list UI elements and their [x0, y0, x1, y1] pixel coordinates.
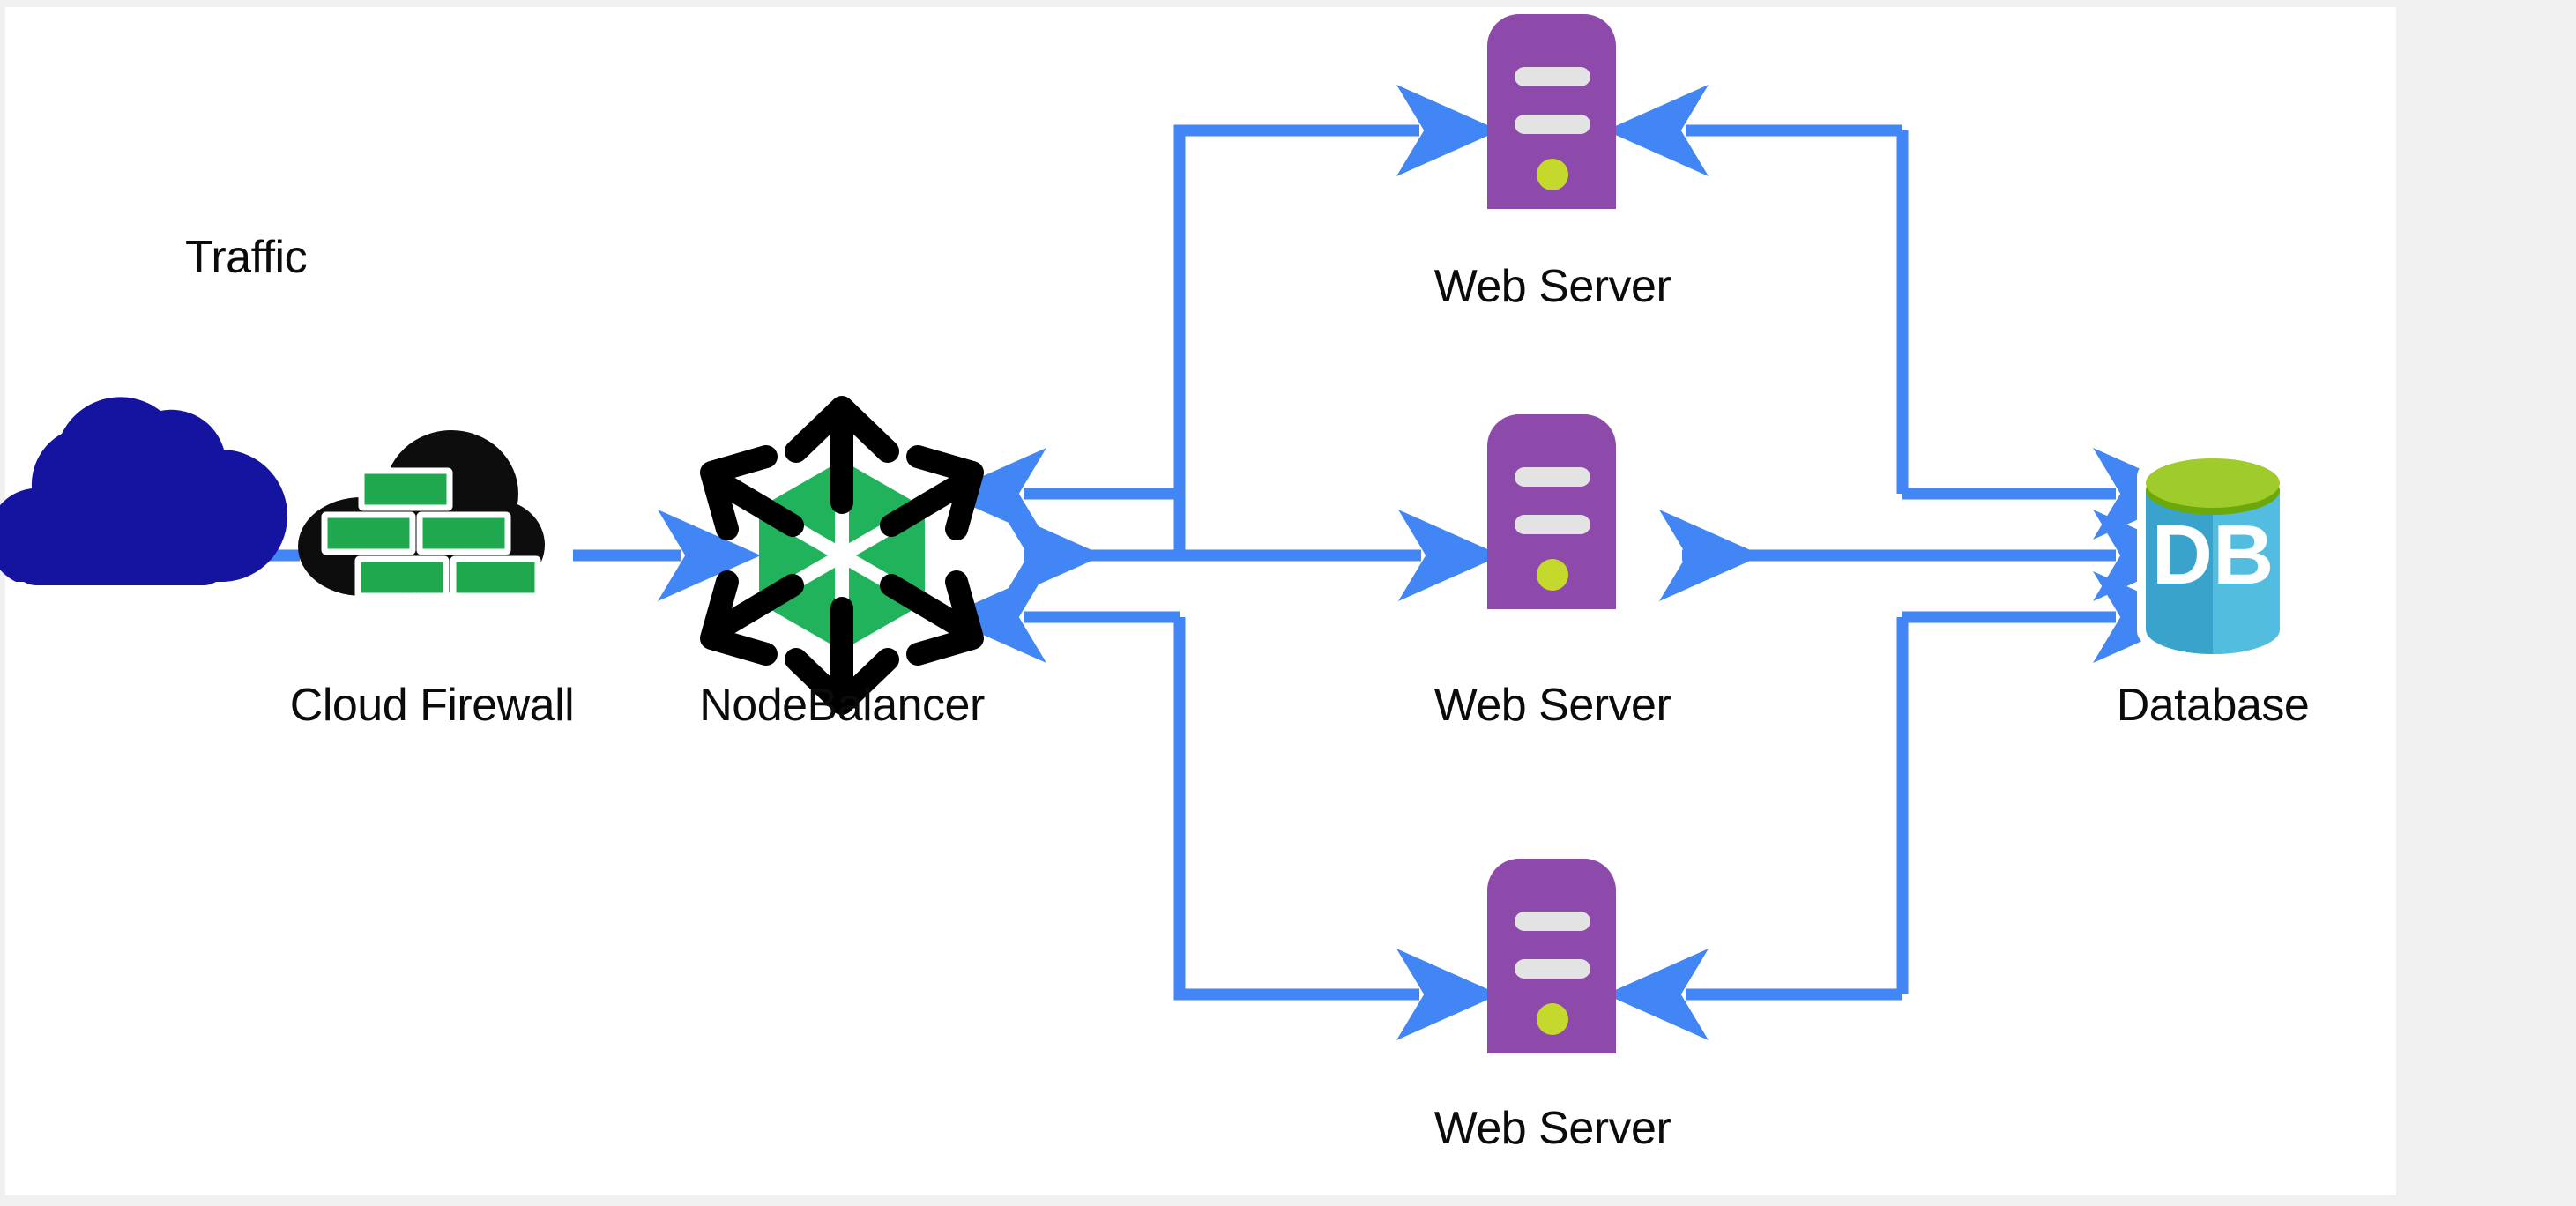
web-server-middle-label: Web Server: [1433, 680, 1671, 731]
nodebalancer-label: NodeBalancer: [699, 680, 985, 731]
database-icon: DB: [2137, 446, 2289, 661]
web-server-top-label: Web Server: [1433, 261, 1671, 312]
connector-nb-to-web-top: [1173, 85, 1500, 555]
cloud-firewall-label: Cloud Firewall: [289, 680, 575, 731]
web-server-middle-icon: [1487, 414, 1616, 609]
web-server-bottom-icon: [1487, 859, 1616, 1053]
database-badge-text: DB: [2152, 508, 2274, 602]
connector-layer: [240, 85, 2196, 1040]
database-label: Database: [2116, 680, 2310, 731]
traffic-cloud-icon: [0, 397, 288, 585]
web-server-bottom-label: Web Server: [1433, 1103, 1671, 1154]
traffic-label: Traffic: [185, 232, 308, 283]
cloud-firewall-icon: [298, 430, 545, 599]
firewall-bricks: [321, 467, 541, 599]
connector-nb-to-web-bottom: [1173, 617, 1500, 1040]
web-server-top-icon: [1487, 14, 1616, 209]
nodebalancer-icon: [700, 396, 984, 715]
